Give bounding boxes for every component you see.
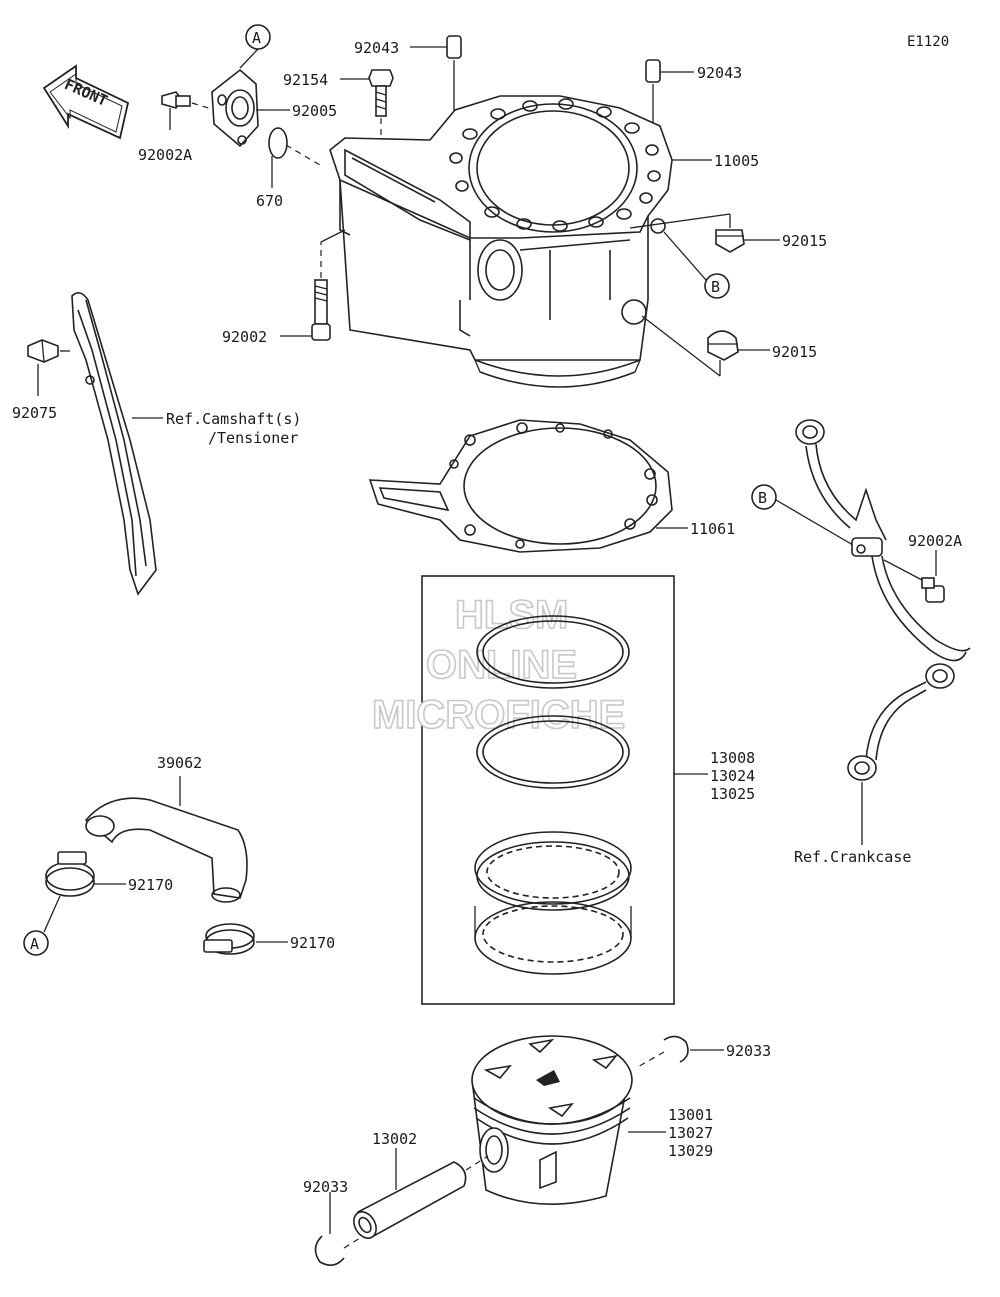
piston: 13001 13027 13029 [471,1035,713,1205]
part-39062-label: 39062 [157,754,202,772]
part-92002a-top-label: 92002A [138,146,192,164]
part-92043-right-label: 92043 [697,64,742,82]
bolt-92002a-top: 92002A [138,91,216,164]
callout-b-oil-pipe: B [751,484,859,549]
part-92170-left-label: 92170 [128,876,173,894]
part-11005-label: 11005 [714,152,759,170]
bolt-92002a-right: 92002A [883,532,962,603]
bolt-92002: 92002 [222,229,346,346]
piston-label-1: 13001 [668,1106,713,1124]
part-11061-label: 11061 [690,520,735,538]
hose-39062: 39062 [84,754,248,903]
circlip-92033-right: 92033 [635,1035,771,1069]
callout-a-top: A [239,24,271,69]
guide-pin-92075: 92075 [12,339,70,422]
rings-label-1: 13008 [710,749,755,767]
part-92015-upper-label: 92015 [782,232,827,250]
circlip-92033-left: 92033 [303,1178,361,1266]
part-92075-label: 92075 [12,404,57,422]
cap-nut-92015-lower: 92015 [641,315,817,377]
callout-b-oil-pipe-label: B [758,489,767,507]
part-92033-left-label: 92033 [303,1178,348,1196]
o-ring-670: 670 [256,127,321,210]
part-92043-top-label: 92043 [354,39,399,57]
part-670-label: 670 [256,192,283,210]
callout-a-bottom-label: A [30,935,39,953]
dowel-pin-92043-top: 92043 [354,35,462,128]
piston-ring-set: HLSM ONLINE MICROFICHE 13008 13024 13025 [371,575,755,1005]
watermark-line-3: MICROFICHE [372,693,625,737]
part-13002-label: 13002 [372,1130,417,1148]
piston-label-2: 13027 [668,1124,713,1142]
hose-clamp-92170-right: 92170 [203,923,335,955]
rings-label-3: 13025 [710,785,755,803]
callout-b-cylinder: B [663,231,730,299]
hose-clamp-92170-left: 92170 [45,851,173,897]
callout-b-cylinder-label: B [711,278,720,296]
diagram-code: E1120 [907,34,949,50]
part-92002-label: 92002 [222,328,267,346]
cylinder-11005: 11005 [329,95,759,388]
chain-guide: Ref.Camshaft(s) /Tensioner [71,292,301,596]
rings-label-2: 13024 [710,767,755,785]
cap-nut-92015-upper: 92015 [629,213,827,253]
ref-camshaft-label: Ref.Camshaft(s) [166,410,301,428]
gasket-11061: 11061 [368,419,735,553]
ref-crankcase-label: Ref.Crankcase [794,848,911,866]
watermark-line-1: HLSM [455,593,568,637]
part-92170-right-label: 92170 [290,934,335,952]
callout-a-top-label: A [252,29,261,47]
part-92154-label: 92154 [283,71,328,89]
part-92002a-right-label: 92002A [908,532,962,550]
fitting-92005: 92005 [211,68,337,148]
piston-pin-13002: 13002 [353,1130,489,1240]
oil-pipe: Ref.Crankcase [794,419,971,866]
part-92033-right-label: 92033 [726,1042,771,1060]
dowel-pin-92043-right: 92043 [645,59,742,135]
watermark-line-2: ONLINE [426,643,577,687]
callout-a-bottom: A [23,895,61,956]
part-92005-label: 92005 [292,102,337,120]
piston-label-3: 13029 [668,1142,713,1160]
ref-tensioner-label: /Tensioner [208,429,298,447]
part-92015-lower-label: 92015 [772,343,817,361]
front-arrow-icon: FRONT [42,64,130,140]
bolt-92154: 92154 [283,69,394,185]
